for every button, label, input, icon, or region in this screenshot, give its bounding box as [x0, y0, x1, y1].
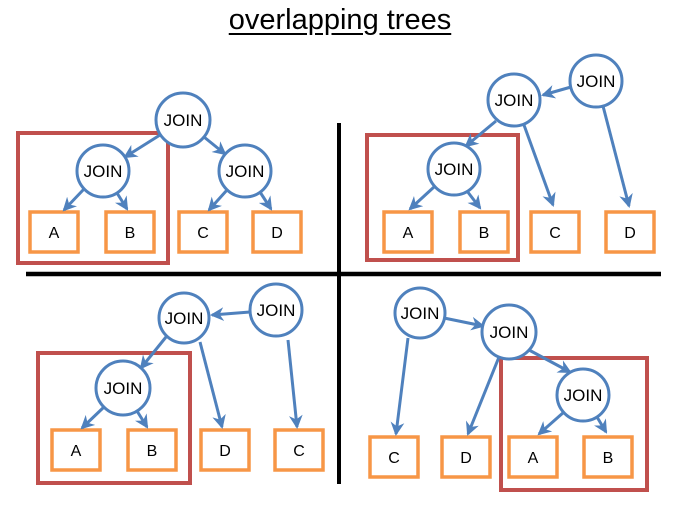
- highlight-box: [365, 133, 520, 262]
- join-node-label: JOIN: [577, 72, 616, 91]
- edge-arrow: [209, 307, 251, 321]
- edge-arrow: [258, 191, 273, 211]
- join-node-label: JOIN: [257, 301, 296, 320]
- edge-arrow: [408, 185, 436, 211]
- edge-arrow: [139, 336, 168, 370]
- edge-arrow: [390, 337, 410, 437]
- leaf-label-A: A: [403, 225, 414, 242]
- edge-arrow: [207, 188, 229, 212]
- join-node: [486, 72, 542, 128]
- join-node-label: JOIN: [84, 162, 123, 181]
- join-node-label: JOIN: [564, 386, 603, 405]
- leaf-box-C: [529, 210, 581, 254]
- edge-arrow: [537, 410, 565, 436]
- quadrant-bottom-right: C D A B JOIN JOIN JOIN: [368, 286, 649, 492]
- join-node-label: JOIN: [435, 160, 474, 179]
- join-node: [154, 91, 212, 149]
- join-node: [94, 359, 152, 417]
- leaf-box-C: [177, 210, 229, 254]
- leaf-label-B: B: [479, 225, 490, 242]
- highlight-box: [499, 356, 649, 492]
- join-node: [217, 143, 273, 199]
- leaf-label-D: D: [460, 450, 472, 467]
- edge-arrow: [114, 192, 129, 211]
- edge-arrow: [286, 339, 303, 430]
- edge-arrow: [465, 190, 482, 210]
- highlight-box: [16, 131, 170, 265]
- edge-arrow: [541, 85, 572, 99]
- edge-arrow: [203, 135, 227, 156]
- leaf-box-B: [458, 210, 510, 254]
- edge-arrow: [594, 416, 608, 434]
- edge-arrow: [465, 356, 501, 436]
- join-node-label: JOIN: [164, 111, 203, 130]
- leaf-box-D: [440, 435, 492, 479]
- leaf-label-C: C: [197, 225, 209, 242]
- leaf-box-A: [507, 435, 559, 479]
- leaf-label-D: D: [624, 225, 636, 242]
- join-node-label: JOIN: [490, 323, 529, 342]
- leaf-label-D: D: [271, 225, 283, 242]
- leaf-box-B: [104, 210, 156, 254]
- highlight-box: [36, 351, 192, 485]
- edge-arrow: [198, 341, 226, 430]
- leaf-label-B: B: [125, 225, 136, 242]
- edge-arrow: [464, 119, 497, 148]
- join-node: [75, 143, 131, 199]
- join-node-label: JOIN: [104, 379, 143, 398]
- leaf-box-A: [382, 210, 434, 254]
- leaf-label-A: A: [49, 225, 60, 242]
- quadrant-top-right: A B C D JOIN JOIN JOIN: [365, 53, 656, 262]
- leaf-box-A: [28, 210, 80, 254]
- leaf-label-C: C: [549, 225, 561, 242]
- diagram-layers: A B C D JOIN JOIN JOIN A B C D JOIN JOIN JOIN A B D C JOIN…: [16, 53, 661, 492]
- leaf-box-D: [199, 428, 251, 472]
- leaf-box-D: [251, 210, 303, 254]
- join-node: [393, 286, 447, 340]
- join-node: [568, 53, 624, 109]
- join-node-label: JOIN: [495, 91, 534, 110]
- quadrant-bottom-left: A B D C JOIN JOIN JOIN: [36, 282, 325, 485]
- join-node: [426, 141, 482, 197]
- leaf-label-B: B: [147, 443, 158, 460]
- leaf-box-B: [582, 435, 634, 479]
- join-node-label: JOIN: [226, 162, 265, 181]
- join-node-label: JOIN: [401, 304, 440, 323]
- edge-arrow: [522, 124, 556, 207]
- join-node: [480, 303, 538, 361]
- leaf-box-D: [604, 210, 656, 254]
- leaf-box-C: [273, 428, 325, 472]
- leaf-label-C: C: [293, 443, 305, 460]
- join-node-label: JOIN: [165, 309, 204, 328]
- page-title: overlapping trees: [228, 4, 452, 36]
- leaf-box-B: [126, 428, 178, 472]
- leaf-label-A: A: [71, 443, 82, 460]
- leaf-label-C: C: [388, 450, 400, 467]
- leaf-label-B: B: [603, 450, 614, 467]
- edge-arrow: [528, 348, 572, 374]
- edge-arrow: [123, 133, 161, 159]
- quadrant-top-left: A B C D JOIN JOIN JOIN: [16, 91, 303, 265]
- leaf-label-A: A: [528, 450, 539, 467]
- edge-arrow: [80, 405, 106, 430]
- leaf-box-C: [368, 435, 420, 479]
- edge-arrow: [443, 316, 486, 331]
- leaf-box-A: [50, 428, 102, 472]
- edge-arrow: [62, 187, 86, 212]
- edge-arrow: [134, 410, 149, 429]
- leaf-label-D: D: [219, 443, 231, 460]
- join-node: [157, 291, 211, 345]
- join-node: [555, 367, 611, 423]
- join-node: [248, 282, 304, 338]
- edge-arrow: [601, 105, 633, 209]
